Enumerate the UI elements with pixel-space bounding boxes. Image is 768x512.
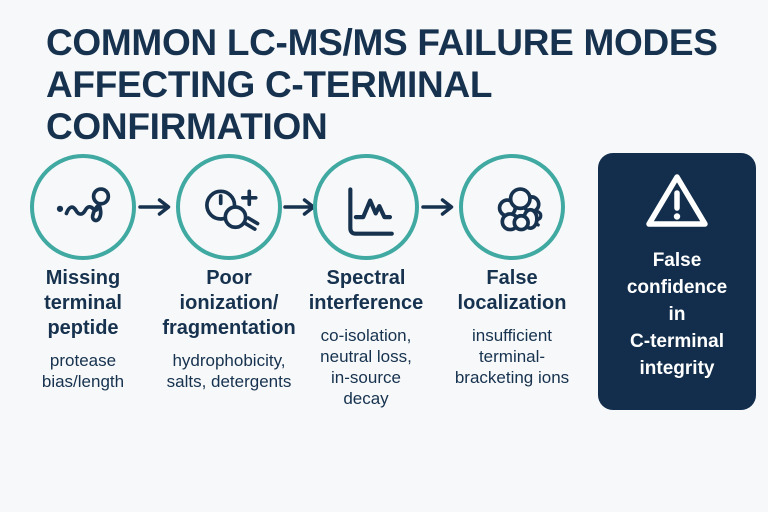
result-text: False confidence in C-terminal integrity [626,250,728,379]
step-title: False localization [457,267,567,314]
step-label: False localization insufficient terminal… [432,266,592,388]
step-icon-badge [313,154,419,260]
result-panel: False confidence in C-terminal integrity [598,153,756,410]
step-title: Spectral interference [308,267,424,314]
false-localization-icon [497,187,543,232]
step-subtitle: protease bias/length [41,351,125,391]
step-title: Poor ionization/ fragmentation [162,267,296,339]
spectral-interference-icon [348,187,394,236]
warning-triangle-icon [640,168,714,234]
step-icon-badge [459,154,565,260]
step-subtitle: insufficient terminal- bracketing ions [454,326,570,387]
step-label: Missing terminal peptide protease bias/l… [3,266,163,392]
step-icon-badge [30,154,136,260]
poor-ionization-icon [205,189,260,231]
step-subtitle: hydrophobicity, salts, detergents [166,351,292,391]
step-subtitle: co-isolation, neutral loss, in-source de… [320,326,412,408]
step-icon-badge [176,154,282,260]
flow-arrow-icon [138,197,174,217]
page-title: COMMON LC-MS/MS FAILURE MODES AFFECTING … [46,22,718,147]
step-label: Spectral interference co-isolation, neut… [286,266,446,409]
step-label: Poor ionization/ fragmentation hydrophob… [149,266,309,392]
flow-arrow-icon [421,197,457,217]
step-title: Missing terminal peptide [44,267,122,339]
missing-terminal-peptide-icon [56,187,111,223]
